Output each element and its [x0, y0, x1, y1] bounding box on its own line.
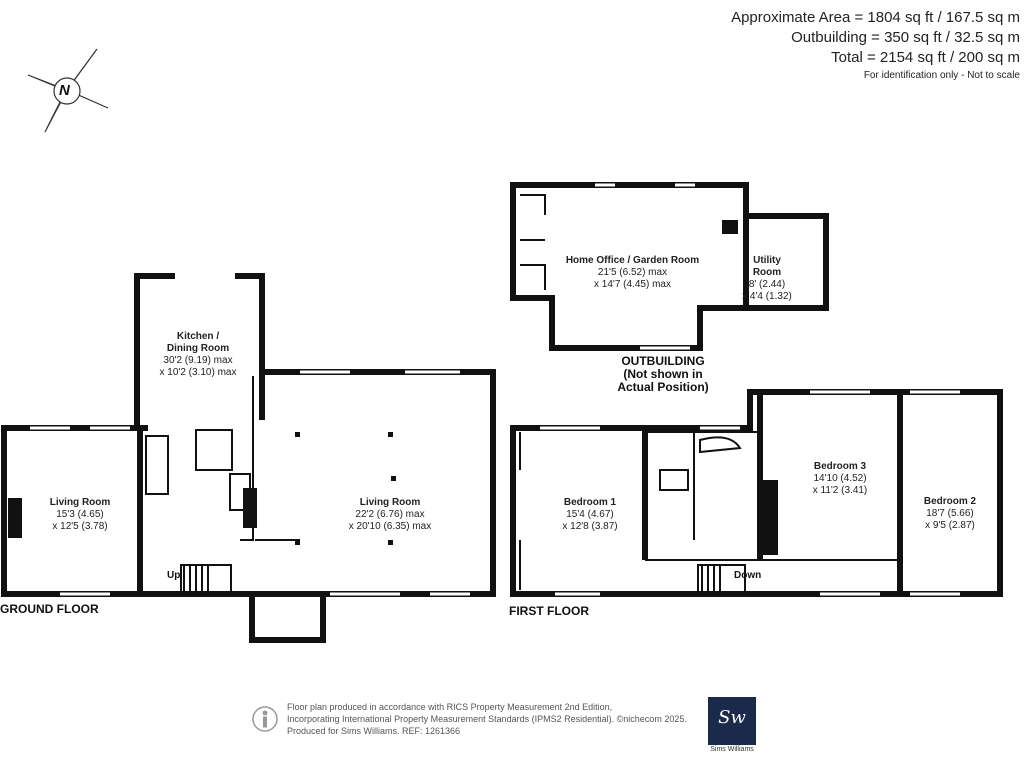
outbuilding-area: Outbuilding = 350 sq ft / 32.5 sq m	[791, 29, 1020, 46]
footer-notes: Floor plan produced in accordance with R…	[287, 702, 687, 736]
utility-walls	[746, 213, 829, 311]
logo-caption: Sims Williams	[710, 746, 754, 753]
stairs-down-label: Down	[734, 570, 762, 581]
utility-room-label: Utility Room 8' (2.44) x 4'4 (1.32)	[742, 255, 792, 302]
approximate-area: Approximate Area = 1804 sq ft / 167.5 sq…	[731, 9, 1020, 26]
compass-letter: N	[59, 82, 70, 99]
living-room-main-label: Living Room 22'2 (6.76) max x 20'10 (6.3…	[348, 497, 432, 532]
identification-note: For identification only - Not to scale	[863, 70, 1020, 81]
stairs-up-label: Up	[167, 570, 181, 581]
total-area: Total = 2154 sq ft / 200 sq m	[831, 49, 1020, 66]
person-icon	[252, 706, 278, 732]
home-office-label: Home Office / Garden Room 21'5 (6.52) ma…	[565, 255, 700, 290]
living-room-left-label: Living Room 15'3 (4.65) x 12'5 (3.78)	[49, 497, 111, 532]
kitchen-label: Kitchen / Dining Room 30'2 (9.19) max x …	[159, 331, 237, 378]
porch-walls	[249, 594, 326, 643]
bedroom-3-label: Bedroom 3 14'10 (4.52) x 11'2 (3.41)	[812, 461, 868, 496]
sims-williams-logo: Sw	[708, 697, 756, 745]
kitchen-walls	[134, 273, 496, 597]
ground-floor-label: GROUND FLOOR	[0, 602, 99, 616]
bedroom-2-label: Bedroom 2 18'7 (5.66) x 9'5 (2.87)	[923, 496, 977, 531]
first-floor-walls	[510, 389, 1003, 597]
area-summary: Approximate Area = 1804 sq ft / 167.5 sq…	[731, 8, 1020, 84]
bedroom-1-label: Bedroom 1 15'4 (4.67) x 12'8 (3.87)	[562, 497, 618, 532]
compass-north-icon	[27, 48, 109, 133]
outbuilding-walls	[510, 182, 749, 351]
outbuilding-label: OUTBUILDING (Not shown in Actual Positio…	[617, 354, 709, 394]
first-floor-label: FIRST FLOOR	[509, 604, 589, 618]
